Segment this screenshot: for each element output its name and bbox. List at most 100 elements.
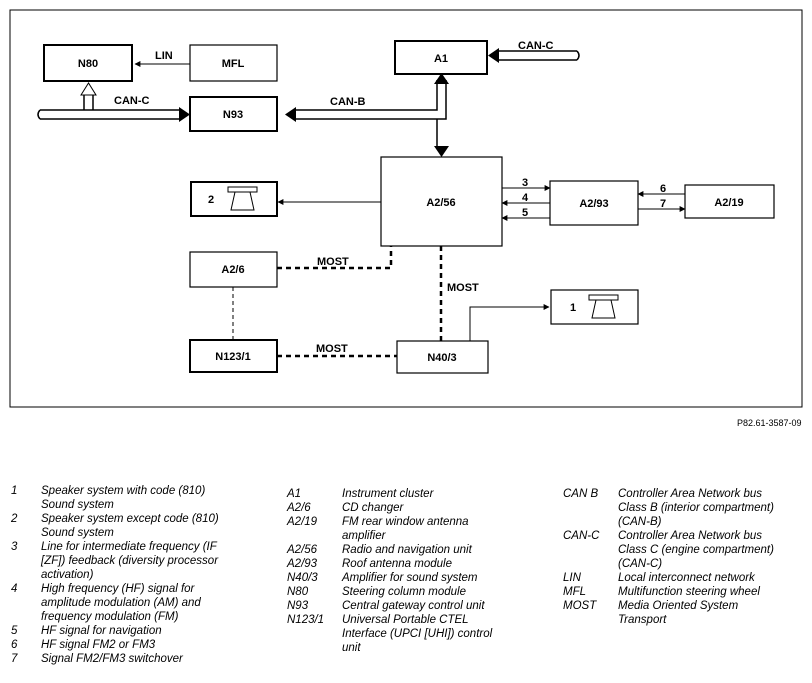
legend-item: 2 Speaker system except code (810) Sound … <box>11 512 261 540</box>
legend-key: 1 <box>11 485 18 497</box>
legend-key: MFL <box>563 586 586 598</box>
legend-key: A2/6 <box>287 502 311 514</box>
svg-text:A1: A1 <box>434 53 448 65</box>
legend-key: N123/1 <box>287 614 325 626</box>
label-can-c-n93: CAN-C <box>114 95 149 107</box>
svg-text:MFL: MFL <box>222 58 245 70</box>
can-b-bus <box>296 80 447 146</box>
speaker-icon <box>227 186 258 211</box>
label-most-vertical: MOST <box>447 282 479 294</box>
legend-text: Controller Area Network bus Class C (eng… <box>618 530 774 570</box>
label-signal-5: 5 <box>522 207 528 219</box>
legend-item: A2/6 CD changer <box>287 501 527 515</box>
legend-item: 7 Signal FM2/FM3 switchover <box>11 652 261 666</box>
block-speaker-1: 1 <box>550 289 639 325</box>
legend-key: LIN <box>563 572 581 584</box>
legend-item: A2/56 Radio and navigation unit <box>287 543 527 557</box>
svg-text:A2/93: A2/93 <box>579 198 608 210</box>
legend-text: Local interconnect network <box>618 572 755 584</box>
legend-text: Roof antenna module <box>342 558 452 570</box>
block-a1: A1 <box>394 40 488 75</box>
legend-text: Multifunction steering wheel <box>618 586 760 598</box>
block-a2-93: A2/93 <box>549 180 639 226</box>
legend-item: 5 HF signal for navigation <box>11 624 261 638</box>
legend-key: A1 <box>287 488 302 500</box>
legend-item: LIN Local interconnect network <box>563 571 808 585</box>
svg-text:A2/56: A2/56 <box>426 197 455 209</box>
label-signal-4: 4 <box>522 192 529 204</box>
legend-key: 6 <box>11 639 18 651</box>
svg-text:N123/1: N123/1 <box>215 351 250 363</box>
legend-text: Radio and navigation unit <box>342 544 472 556</box>
can-c-bus-n93 <box>37 94 179 120</box>
legend-item: CAN-C Controller Area Network bus Class C… <box>563 529 808 571</box>
legend-item: N80 Steering column module <box>287 585 527 599</box>
label-signal-3: 3 <box>522 177 528 189</box>
legend-text: CD changer <box>342 502 404 514</box>
legend-text: Line for intermediate frequency (IF [ZF]… <box>41 541 219 581</box>
svg-text:N93: N93 <box>223 109 243 121</box>
legend-item: 1 Speaker system with code (810) Sound sy… <box>11 484 261 512</box>
block-n40-3: N40/3 <box>396 340 489 374</box>
legend-key: A2/19 <box>287 516 318 528</box>
legend-item: CAN B Controller Area Network bus Class B… <box>563 487 808 529</box>
legend-key: CAN-C <box>563 530 600 542</box>
legend-item: MOST Media Oriented System Transport <box>563 599 808 627</box>
diagram-frame <box>9 9 803 408</box>
legend-text: Speaker system with code (810) Sound sys… <box>41 485 206 511</box>
svg-text:N80: N80 <box>78 58 98 70</box>
legend-text: Central gateway control unit <box>342 600 485 612</box>
legend-text: HF signal for navigation <box>41 625 162 637</box>
label-most-a2-6: MOST <box>317 256 349 268</box>
legend-key: 2 <box>11 513 18 525</box>
legend-text: Signal FM2/FM3 switchover <box>41 653 183 665</box>
svg-text:A2/19: A2/19 <box>714 197 743 209</box>
legend-text: FM rear window antenna amplifier <box>342 516 469 542</box>
legend-text: HF signal FM2 or FM3 <box>41 639 156 651</box>
speaker-icon <box>588 294 619 319</box>
legend-numbers: 1 Speaker system with code (810) Sound sy… <box>11 484 261 666</box>
block-a2-6: A2/6 <box>189 251 278 288</box>
legend-item: MFL Multifunction steering wheel <box>563 585 808 599</box>
legend-key: N93 <box>287 600 309 612</box>
wiring-diagram: N80 MFL N93 A1 A2/56 A2/93 A2/19 2 A2/6 … <box>9 9 803 408</box>
legend-item: N93 Central gateway control unit <box>287 599 527 613</box>
legend-text: Controller Area Network bus Class B (int… <box>618 488 774 528</box>
legend-text: Steering column module <box>342 586 467 598</box>
legend-text: Media Oriented System Transport <box>618 600 739 626</box>
block-a2-19: A2/19 <box>684 184 775 219</box>
reference-code: P82.61-3587-09 <box>737 418 802 428</box>
label-lin: LIN <box>155 50 173 62</box>
legend-key: N40/3 <box>287 572 318 584</box>
legend-key: N80 <box>287 586 309 598</box>
label-signal-6: 6 <box>660 183 666 195</box>
legend-key: A2/56 <box>287 544 318 556</box>
legend-key: 5 <box>11 625 18 637</box>
svg-text:2: 2 <box>208 194 214 206</box>
svg-text:A2/6: A2/6 <box>221 264 244 276</box>
block-n93: N93 <box>189 96 278 132</box>
legend-item: N123/1 Universal Portable CTEL Interface … <box>287 613 527 655</box>
legend-key: 7 <box>11 653 18 665</box>
legend-key: 4 <box>11 583 18 595</box>
legend-item: A2/19 FM rear window antenna amplifier <box>287 515 527 543</box>
block-speaker-2: 2 <box>190 181 278 217</box>
legend-text: High frequency (HF) signal for amplitude… <box>41 583 201 623</box>
most-bus <box>277 246 443 358</box>
legend-item: 4 High frequency (HF) signal for amplitud… <box>11 582 261 624</box>
legend-item: A2/93 Roof antenna module <box>287 557 527 571</box>
block-a2-56: A2/56 <box>380 156 503 247</box>
legend-key: MOST <box>563 600 597 612</box>
legend-text: Speaker system except code (810) Sound s… <box>41 513 219 539</box>
legend-key: A2/93 <box>287 558 318 570</box>
svg-text:N40/3: N40/3 <box>427 352 456 364</box>
legend-text: Universal Portable CTEL Interface (UPCI … <box>342 614 493 654</box>
block-n80: N80 <box>43 44 133 82</box>
can-c-bus-a1 <box>497 50 580 61</box>
label-can-b: CAN-B <box>330 96 365 108</box>
legend-key: CAN B <box>563 488 599 500</box>
